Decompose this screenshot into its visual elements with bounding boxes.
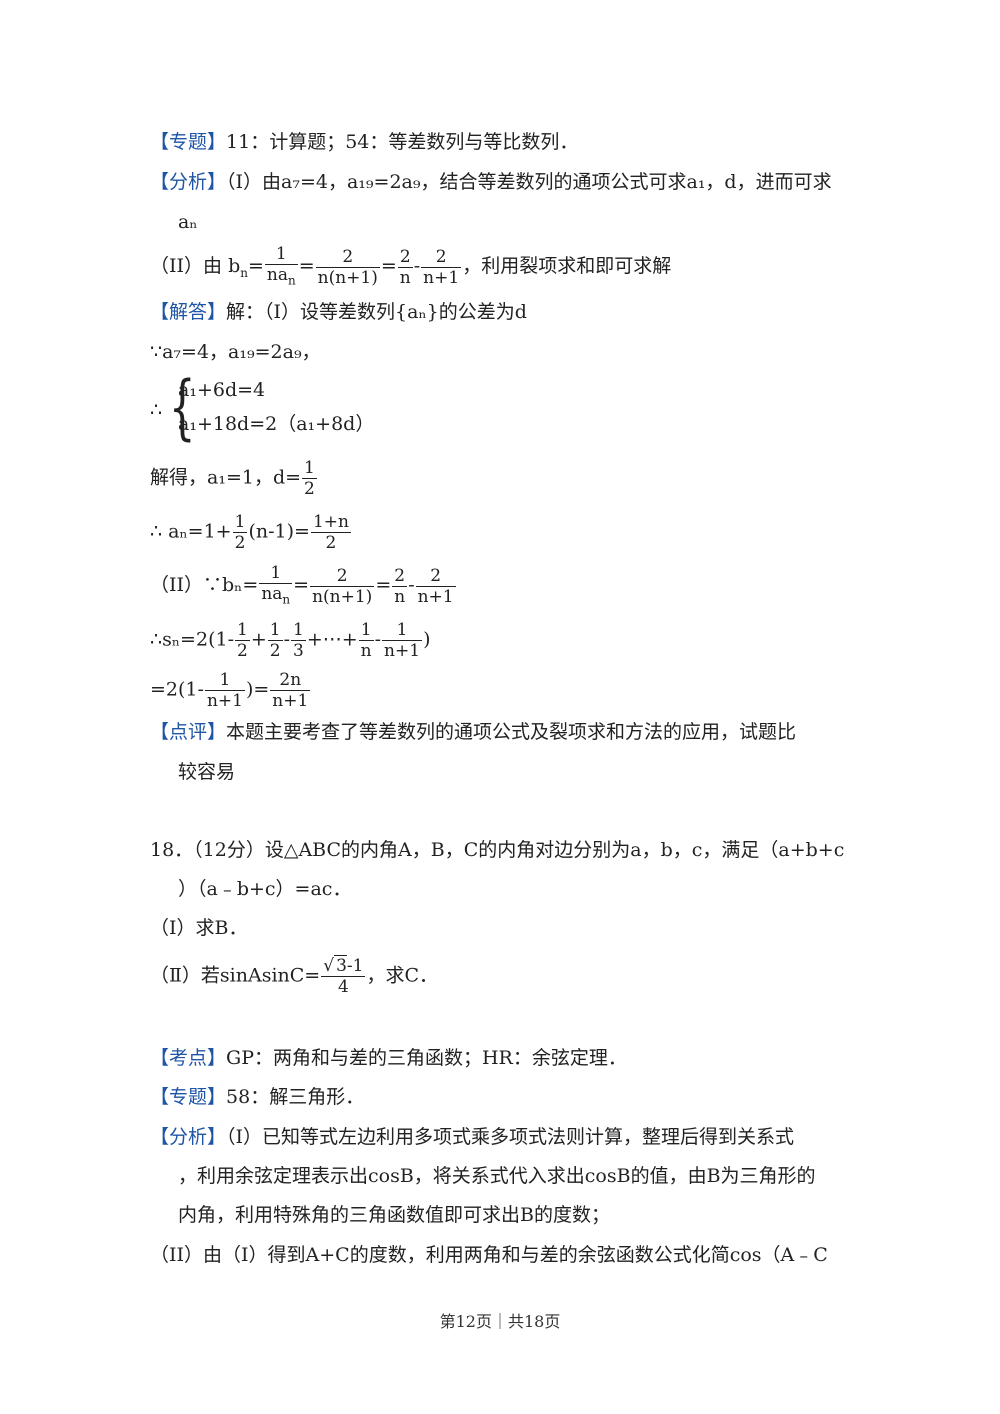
- system-eq-2: a₁+18d=2（a₁+8d）: [178, 413, 375, 435]
- analysis2-text: （I）已知等式左边利用多项式乘多项式法则计算，整理后得到关系式: [226, 1126, 795, 1148]
- topic2-tag: 【专题】: [150, 1086, 227, 1108]
- topic-tag: 【专题】: [150, 131, 227, 153]
- analysis-line: 【分析】（I）由a₇=4，a₁₉=2a₉，结合等差数列的通项公式可求a₁，d，进…: [150, 170, 832, 194]
- an-prefix: ∴ aₙ=1+: [150, 520, 232, 543]
- analysis-text: （I）由a₇=4，a₁₉=2a₉，结合等差数列的通项公式可求a₁，d，进而可求: [226, 171, 832, 193]
- topic-line: 【专题】11：计算题；54：等差数列与等比数列．: [150, 130, 578, 154]
- analysis2-line: 【分析】（I）已知等式左边利用多项式乘多项式法则计算，整理后得到关系式: [150, 1125, 794, 1149]
- system-brace: {: [168, 366, 196, 448]
- an-mid: (n-1)=: [248, 520, 310, 543]
- solution-tag: 【解答】: [150, 301, 227, 323]
- analysis-tag: 【分析】: [150, 171, 227, 193]
- part2-suffix: ，求C．: [366, 964, 439, 987]
- analysis-cont: aₙ: [178, 211, 198, 233]
- bn-prefix: （II）∵bₙ=: [150, 574, 259, 597]
- sn-result-prefix: =2(1-: [150, 678, 204, 701]
- comment-line: 【点评】本题主要考查了等差数列的通项公式及裂项求和方法的应用，试题比: [150, 720, 796, 744]
- part2-prefix: （Ⅱ）若sinAsinC=: [150, 964, 321, 987]
- system-eq-1: a₁+6d=4: [178, 379, 266, 401]
- analysis2-cont1: ，利用余弦定理表示出cosB，将关系式代入求出cosB的值，由B为三角形的: [178, 1165, 816, 1187]
- question-18-cont: ）（a﹣b+c）=ac．: [178, 878, 352, 900]
- topic-text: 11：计算题；54：等差数列与等比数列．: [226, 131, 579, 153]
- kaodian-text: GP：两角和与差的三角函数；HR：余弦定理．: [226, 1047, 627, 1069]
- page-footer: 第12页｜共18页: [439, 1312, 561, 1331]
- topic2-line: 【专题】58：解三角形．: [150, 1085, 364, 1109]
- comment-text: 本题主要考查了等差数列的通项公式及裂项求和方法的应用，试题比: [226, 721, 797, 743]
- solve-text: 解得，a₁=1，d=: [150, 466, 302, 489]
- question-18: 18．（12分）设△ABC的内角A，B，C的内角对边分别为a，b，c，满足（a+…: [150, 839, 845, 861]
- comment-cont: 较容易: [178, 761, 236, 783]
- analysis-ii-suffix: ，利用裂项求和即可求解: [462, 255, 672, 278]
- comment-tag: 【点评】: [150, 721, 227, 743]
- analysis2-tag: 【分析】: [150, 1126, 227, 1148]
- kaodian-tag: 【考点】: [150, 1047, 227, 1069]
- analysis2-part2: （II）由（I）得到A+C的度数，利用两角和与差的余弦函数公式化简cos（A﹣C: [150, 1244, 828, 1266]
- topic2-text: 58：解三角形．: [226, 1086, 365, 1108]
- kaodian-line: 【考点】GP：两角和与差的三角函数；HR：余弦定理．: [150, 1046, 627, 1070]
- analysis2-cont2: 内角，利用特殊角的三角函数值即可求出B的度数；: [178, 1204, 610, 1226]
- solution-line: 【解答】解：（I）设等差数列{aₙ}的公差为d: [150, 300, 527, 324]
- given-line: ∵a₇=4，a₁₉=2a₉，: [150, 341, 321, 363]
- sn-prefix: ∴sₙ=2(1-: [150, 628, 234, 651]
- question-18-part1: （Ⅰ）求B．: [150, 917, 248, 939]
- analysis-ii-prefix: （II）由: [150, 255, 223, 278]
- therefore-symbol: ∴: [150, 399, 163, 421]
- solution-text: 解：（I）设等差数列{aₙ}的公差为d: [226, 301, 527, 323]
